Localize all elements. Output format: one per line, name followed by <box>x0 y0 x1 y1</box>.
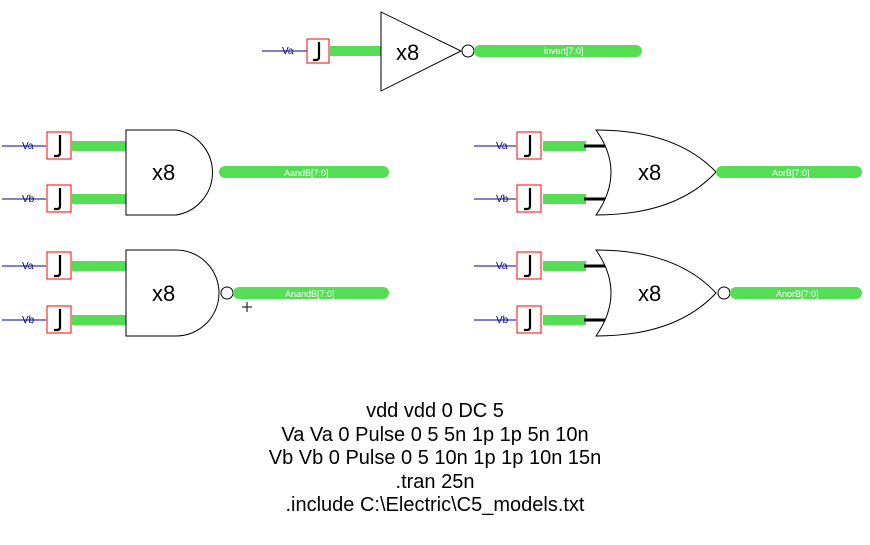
inverter-gate-label: x8 <box>396 40 419 65</box>
and-input-a-bus <box>72 141 126 151</box>
and-output-label: AandB[7:0] <box>284 168 329 178</box>
nand-input-a-bus <box>72 261 126 271</box>
inverter-input-bus <box>330 46 382 56</box>
inverter-group[interactable]: Va invert[7:0] x8 <box>262 11 642 92</box>
inverter-output-bus <box>474 45 642 57</box>
or-output-label: AorB[7:0] <box>772 168 810 178</box>
or-input-b-pin-symbol <box>524 188 532 211</box>
nand-bubble <box>220 286 234 300</box>
nor-gate-body[interactable] <box>595 249 717 337</box>
inverter-input-pin-symbol <box>313 42 321 62</box>
or-output-bus <box>716 166 862 178</box>
nor-output-bus <box>730 287 862 299</box>
nor-input-b-pin-symbol <box>524 309 532 332</box>
nor-input-b-bus <box>543 315 586 325</box>
nand-input-b-pin-symbol <box>54 309 62 332</box>
and-group[interactable]: Va Vb AandB[7:0] x8 <box>2 129 389 216</box>
nand-input-b-label: Vb <box>22 315 35 326</box>
and-output-bus <box>219 166 389 178</box>
spice-line: Vb Vb 0 Pulse 0 5 10n 1p 1p 10n 15n <box>268 447 602 469</box>
inverter-gate-body[interactable] <box>380 11 463 92</box>
and-gate-label: x8 <box>152 160 175 185</box>
or-input-b-bus <box>543 194 586 204</box>
inverter-bubble <box>461 44 475 58</box>
nor-bubble <box>717 286 731 300</box>
nor-input-a-label: Va <box>496 261 508 272</box>
nand-input-a-label: Va <box>22 261 34 272</box>
nand-gate-label: x8 <box>152 281 175 306</box>
nand-input-a-pin-symbol <box>54 255 62 278</box>
or-input-a-bus <box>543 141 586 151</box>
nor-group[interactable]: Va Vb AnorB[7:0] x8 <box>474 249 862 337</box>
or-group[interactable]: Va Vb AorB[7:0] x8 <box>474 129 862 216</box>
nand-gate-body[interactable] <box>125 249 220 337</box>
spice-line: .tran 25n <box>395 470 475 493</box>
or-input-a-pin-symbol <box>524 135 532 158</box>
and-input-a-label: Va <box>22 141 34 152</box>
nor-input-b-label: Vb <box>496 315 509 326</box>
spice-line: .include C:\Electric\C5_models.txt <box>285 494 585 516</box>
cursor-crosshair-icon <box>242 302 252 312</box>
and-input-b-label: Vb <box>22 194 35 205</box>
and-input-a-pin-symbol <box>54 135 62 158</box>
nor-input-a-pin-symbol <box>524 255 532 278</box>
nand-input-b-bus <box>72 315 126 325</box>
nor-output-label: AnorB[7:0] <box>776 289 819 299</box>
or-input-b-label: Vb <box>496 194 509 205</box>
or-gate-label: x8 <box>638 160 661 185</box>
and-gate-body[interactable] <box>125 129 213 216</box>
or-gate-body[interactable] <box>595 129 717 216</box>
nand-output-label: AnandB[7:0] <box>285 289 335 299</box>
spice-line: Va Va 0 Pulse 0 5 5n 1p 1p 5n 10n <box>281 423 589 446</box>
inverter-input-label: Va <box>282 46 294 57</box>
inverter-output-label: invert[7:0] <box>544 46 584 56</box>
and-input-b-bus <box>72 194 126 204</box>
or-input-a-label: Va <box>496 141 508 152</box>
nor-gate-label: x8 <box>638 281 661 306</box>
nand-group[interactable]: Va Vb AnandB[7:0] x8 <box>2 249 389 337</box>
and-input-b-pin-symbol <box>54 188 62 211</box>
nand-output-bus <box>233 287 389 299</box>
spice-directives[interactable]: vdd vdd 0 DC 5 Va Va 0 Pulse 0 5 5n 1p 1… <box>0 400 870 518</box>
nor-input-a-bus <box>543 261 586 271</box>
spice-line: vdd vdd 0 DC 5 <box>366 400 504 422</box>
